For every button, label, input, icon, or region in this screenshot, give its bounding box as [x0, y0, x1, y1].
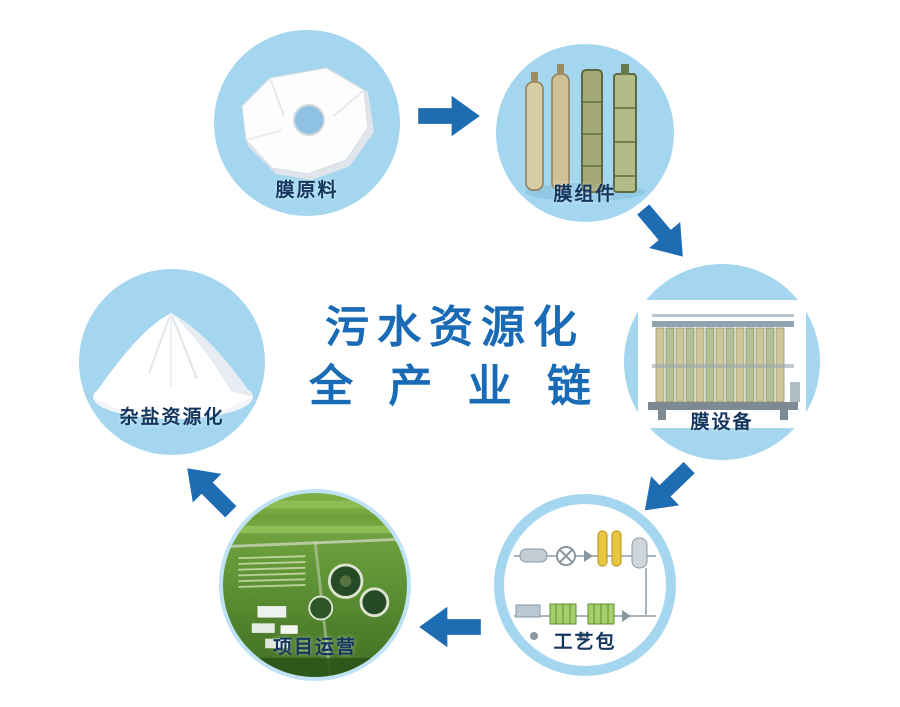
- title-line-2: 全 产 业 链: [309, 361, 601, 413]
- node-salt-resource: 杂盐资源化: [79, 269, 265, 455]
- arrow-operation-to-salt-icon: [172, 453, 247, 528]
- arrow-process-to-operation-icon: [419, 605, 481, 649]
- arrow-equipment-to-process-icon: [629, 452, 704, 527]
- arrow-raw-to-module-icon: [418, 94, 480, 138]
- membrane-modules-icon: [525, 64, 645, 201]
- node-membrane-raw-material: 膜原料: [214, 30, 400, 216]
- node-label-membrane-equipment: 膜设备: [690, 411, 754, 433]
- title-line-1: 污水资源化: [325, 302, 585, 353]
- diagram-title: 污水资源化 全 产 业 链: [305, 298, 605, 417]
- node-label-project-operation: 项目运营: [272, 636, 357, 658]
- process-flow-diagram-icon: [514, 530, 656, 640]
- node-label-membrane-raw-material: 膜原料: [275, 179, 339, 201]
- node-process-package: 工艺包: [494, 494, 676, 676]
- node-membrane-equipment: 膜设备: [624, 264, 820, 460]
- node-label-salt-resource: 杂盐资源化: [119, 406, 225, 428]
- membrane-equipment-icon: [638, 300, 806, 428]
- membrane-disc-icon: [241, 67, 374, 180]
- node-label-process-package: 工艺包: [553, 631, 617, 653]
- plant-aerial-photo: [223, 493, 407, 677]
- node-project-operation: 项目运营: [219, 489, 411, 681]
- node-label-membrane-module: 膜组件: [553, 183, 617, 205]
- node-membrane-module: 膜组件: [496, 44, 674, 222]
- arrow-module-to-equipment-icon: [626, 195, 700, 271]
- salt-pile-icon: [93, 312, 253, 419]
